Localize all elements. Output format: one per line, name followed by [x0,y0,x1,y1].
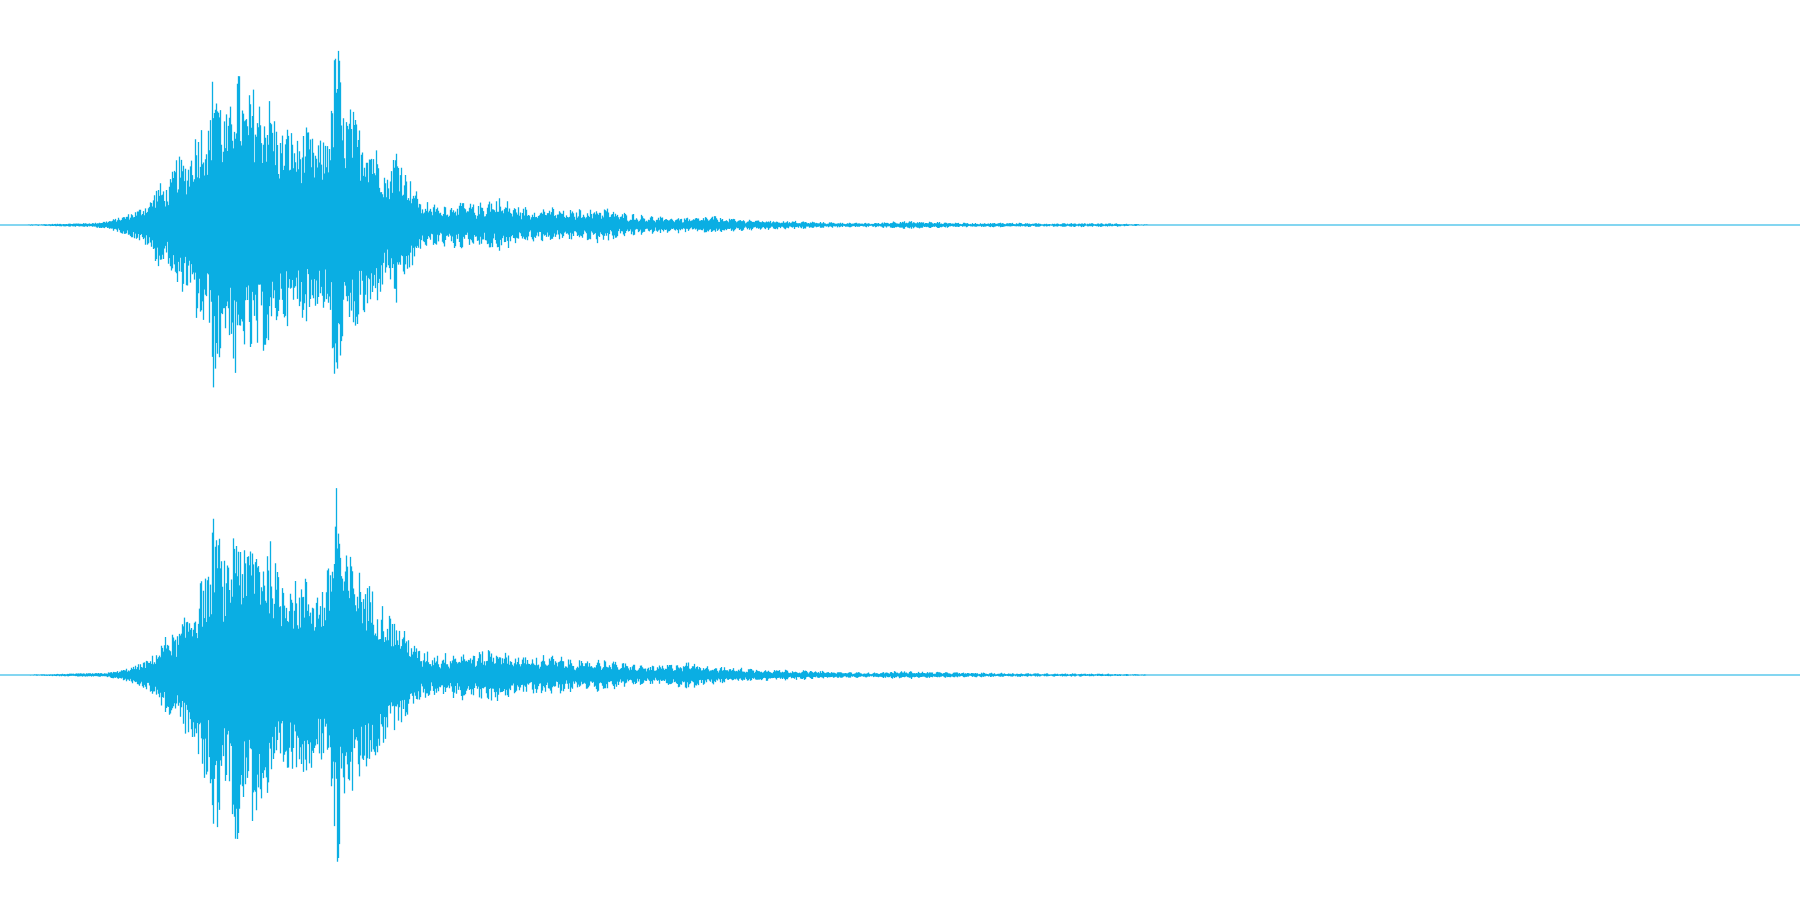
channel-right-waveform [10,488,1275,862]
channel-left-waveform [9,50,1165,388]
